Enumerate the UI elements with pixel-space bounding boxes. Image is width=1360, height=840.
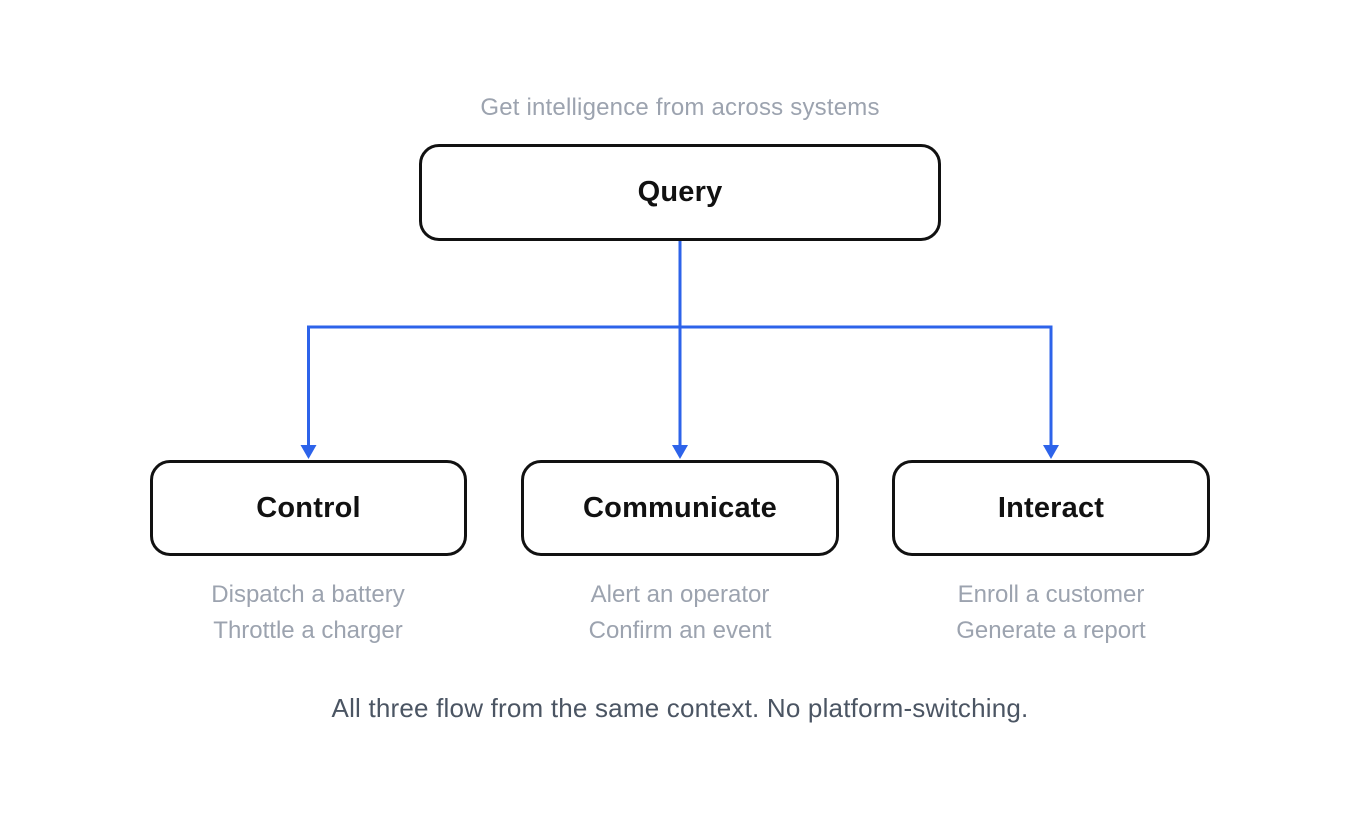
node-control: Control	[150, 460, 467, 556]
example-line: Confirm an event	[588, 617, 772, 644]
examples-communicate: Alert an operator Confirm an event	[500, 577, 860, 649]
node-query: Query	[419, 144, 941, 241]
arrowhead-right	[1043, 445, 1059, 459]
arrowhead-left	[300, 445, 317, 459]
example-line: Throttle a charger	[213, 617, 403, 644]
node-control-label: Control	[256, 491, 361, 524]
example-line: Alert an operator	[590, 581, 770, 608]
examples-control: Dispatch a battery Throttle a charger	[128, 577, 488, 649]
example-line: Enroll a customer	[957, 581, 1145, 608]
example-line: Dispatch a battery	[211, 581, 405, 608]
node-communicate: Communicate	[521, 460, 839, 556]
arrowhead-center	[672, 445, 688, 459]
top-caption: Get intelligence from across systems	[480, 94, 880, 121]
example-line: Generate a report	[956, 617, 1146, 644]
bottom-caption: All three flow from the same context. No…	[331, 693, 1029, 723]
node-interact-label: Interact	[997, 491, 1105, 524]
node-communicate-label: Communicate	[583, 491, 777, 524]
node-interact: Interact	[892, 460, 1210, 556]
examples-interact: Enroll a customer Generate a report	[871, 577, 1231, 649]
node-query-label: Query	[637, 176, 723, 208]
